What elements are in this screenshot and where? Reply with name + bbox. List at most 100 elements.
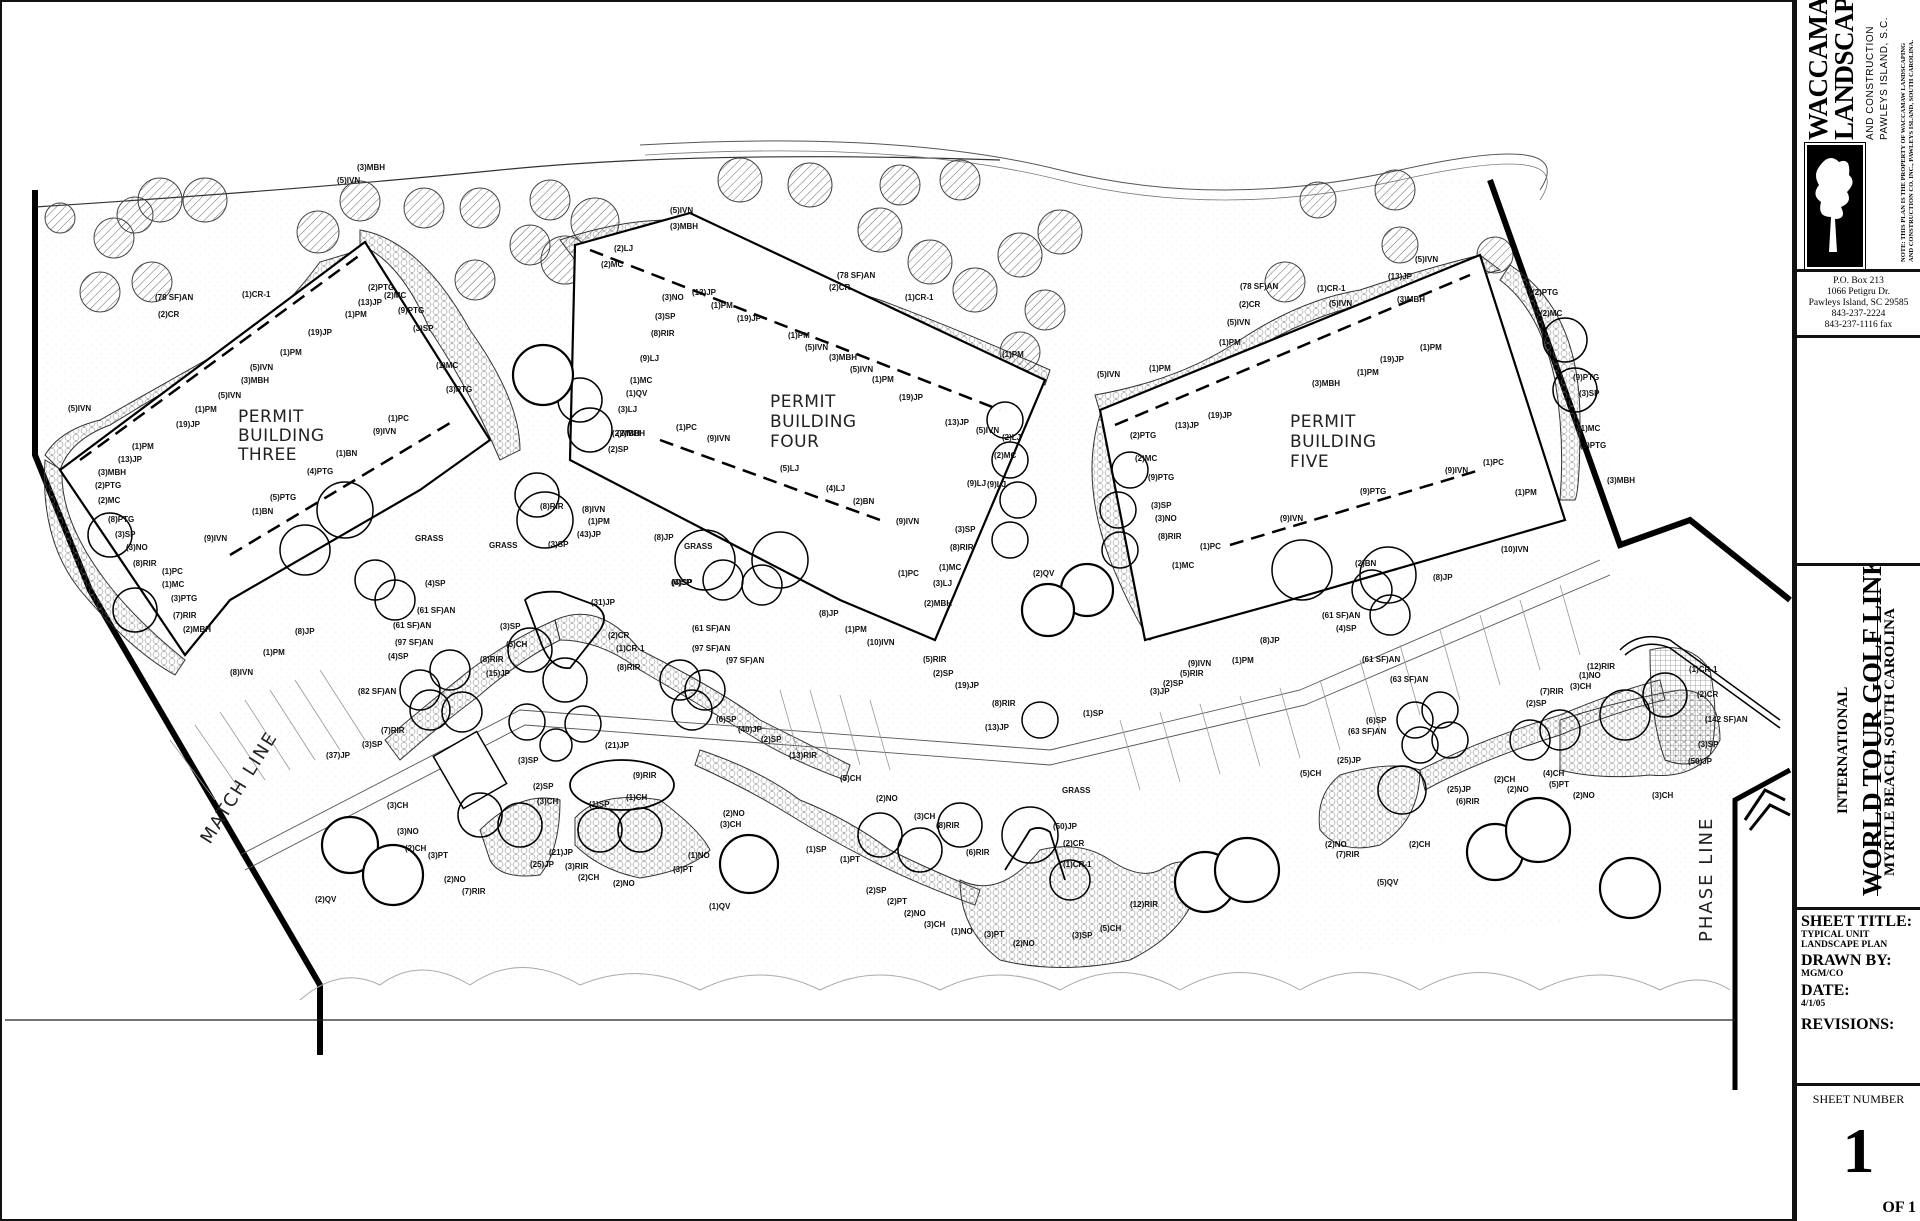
plant-callout: (2)PTG bbox=[368, 283, 394, 292]
plant-callout: (9)PTG bbox=[1360, 487, 1386, 496]
plant-callout: (78 SF)AN bbox=[155, 293, 193, 302]
plant-callout: (1)BN bbox=[252, 507, 274, 516]
plaza bbox=[432, 590, 1781, 881]
plant-callout: (10)IVN bbox=[867, 638, 895, 647]
plant-callout: (19)JP bbox=[176, 420, 201, 429]
plant-callout: (1)NO bbox=[1579, 671, 1601, 680]
plant-callout: (5)IVN bbox=[805, 343, 828, 352]
plant-callout: (5)CH bbox=[840, 774, 862, 783]
company-sub-line2: PAWLEYS ISLAND, S.C. bbox=[1879, 16, 1890, 140]
plant-callout: (2)NO bbox=[876, 794, 898, 803]
company-sub-line1: AND CONSTRUCTION bbox=[1865, 25, 1876, 140]
building-footprints bbox=[58, 211, 1567, 657]
plant-callout: (3)SP bbox=[413, 324, 434, 333]
plant-callout: (3)SP bbox=[115, 530, 136, 539]
plant-callout: GRASS bbox=[415, 534, 444, 543]
plant-callout: (10)IVN bbox=[1501, 545, 1529, 554]
plant-callout: (8)PTG bbox=[108, 515, 134, 524]
plant-callout: (2)CH bbox=[1494, 775, 1516, 784]
plant-callout: (1)PM bbox=[1420, 343, 1442, 352]
plant-callout: (6)RIR bbox=[966, 848, 990, 857]
plant-callout: (61 SF)AN bbox=[417, 606, 455, 615]
plant-callout: (5)IVN bbox=[976, 426, 999, 435]
plant-callout: (13)JP bbox=[1388, 272, 1413, 281]
plant-callout: (3)SP bbox=[955, 525, 976, 534]
plant-callout: (5)LJ bbox=[780, 464, 799, 473]
plant-callout: (5)PTG bbox=[270, 493, 296, 502]
building-five-label-2: BUILDING bbox=[1290, 432, 1377, 452]
plant-callout: (1)PM bbox=[845, 625, 867, 634]
plant-callout: (1)PM bbox=[280, 348, 302, 357]
plant-callout: (6)SP bbox=[1366, 716, 1387, 725]
plant-callout: (1)SP bbox=[1083, 709, 1104, 718]
plant-callout: (2)LJ bbox=[1002, 433, 1021, 442]
plant-callout: (1)PT bbox=[840, 855, 860, 864]
plant-callout: (2)SP bbox=[866, 886, 887, 895]
plant-callout: (3)MBH bbox=[241, 376, 269, 385]
sheet-number-value: 1 bbox=[1842, 1115, 1875, 1186]
plant-callout: (3)SP bbox=[518, 756, 539, 765]
plant-callout: (9)PTG bbox=[1148, 473, 1174, 482]
plant-callout: (4)SP bbox=[672, 578, 693, 587]
building-three-label-3: THREE bbox=[237, 445, 297, 465]
plant-callout: (1)PM bbox=[1149, 364, 1171, 373]
building-four-label-1: PERMIT bbox=[770, 392, 836, 412]
building-three-label-1: PERMIT bbox=[238, 407, 304, 427]
plant-callout: (1)PM bbox=[345, 310, 367, 319]
plant-callout: (1)MC bbox=[436, 361, 458, 370]
address-fax: 843-237-1116 fax bbox=[1824, 320, 1893, 330]
plant-callout: (3)SP bbox=[1579, 389, 1600, 398]
plant-callout: (78 SF)AN bbox=[1240, 282, 1278, 291]
plant-callout: (6)SP bbox=[671, 578, 692, 587]
plant-callout: (4)LJ bbox=[826, 484, 845, 493]
address-po-box: P.O. Box 213 bbox=[1833, 276, 1884, 286]
revisions-label: REVISIONS: bbox=[1801, 1016, 1895, 1033]
shrub-symbols bbox=[87, 317, 1688, 901]
plant-callout: (5)PT bbox=[1549, 780, 1569, 789]
plant-callout: (13)JP bbox=[985, 723, 1010, 732]
plant-callout: (40)JP bbox=[738, 725, 763, 734]
site-plan-drawing: PERMIT BUILDING THREE PERMIT BUILDING FO… bbox=[0, 0, 1794, 1221]
plant-callout: (1)CR-1 bbox=[1689, 665, 1718, 674]
plant-callout: (1)NO bbox=[951, 927, 973, 936]
drawn-by-value: MGM/CO bbox=[1801, 969, 1844, 979]
plant-callout: (8)RIR bbox=[950, 543, 974, 552]
plant-callout: (1)CR-1 bbox=[616, 644, 645, 653]
plant-callout: (8)RIR bbox=[651, 329, 675, 338]
plant-callout: (1)MC bbox=[162, 580, 184, 589]
plant-callout: (1)PC bbox=[898, 569, 919, 578]
plant-callout: (1)PM bbox=[263, 648, 285, 657]
plant-callout: (2)MC bbox=[98, 496, 120, 505]
plant-callout: (3)CH bbox=[387, 801, 409, 810]
plant-callout: (3)PT bbox=[428, 851, 448, 860]
plant-callout: (50)JP bbox=[1053, 822, 1078, 831]
plant-callout: (2)NO bbox=[904, 909, 926, 918]
project-line1: INTERNATIONAL bbox=[1835, 686, 1851, 814]
existing-road-line bbox=[639, 140, 1548, 191]
plant-callout: (3)RIR bbox=[565, 862, 589, 871]
plant-callout: (9)IVN bbox=[1445, 466, 1468, 475]
plant-callout: (9)LJ bbox=[640, 354, 659, 363]
plant-callout: (1)QV bbox=[626, 389, 648, 398]
plant-callout: (3)SP bbox=[500, 622, 521, 631]
plant-callout: (2)CR bbox=[1063, 839, 1085, 848]
plant-callout: (2)SP bbox=[533, 782, 554, 791]
plant-callout: (97 SF)AN bbox=[726, 656, 764, 665]
plant-callout: (2)SP bbox=[933, 669, 954, 678]
plant-callout: (5)IVN bbox=[1097, 370, 1120, 379]
plant-callout: (7)RIR bbox=[462, 887, 486, 896]
plant-callout: (1)PM bbox=[1357, 368, 1379, 377]
plant-callout: (9)IVN bbox=[1280, 514, 1303, 523]
plant-callout: (1)QV bbox=[709, 902, 731, 911]
plant-callout: (8)RIR bbox=[480, 655, 504, 664]
plant-callout: GRASS bbox=[489, 541, 518, 550]
plant-callout: (9)IVN bbox=[204, 534, 227, 543]
plant-callout: (19)JP bbox=[308, 328, 333, 337]
plant-callout: (9)RIR bbox=[633, 771, 657, 780]
plant-callout: (3)SP bbox=[1698, 740, 1719, 749]
company-name-line2: LANDSCAPING bbox=[1829, 0, 1859, 140]
plant-callout: (13)JP bbox=[945, 418, 970, 427]
plant-callout: (9)LJ bbox=[987, 480, 1006, 489]
plant-callout: (6)SP bbox=[716, 715, 737, 724]
